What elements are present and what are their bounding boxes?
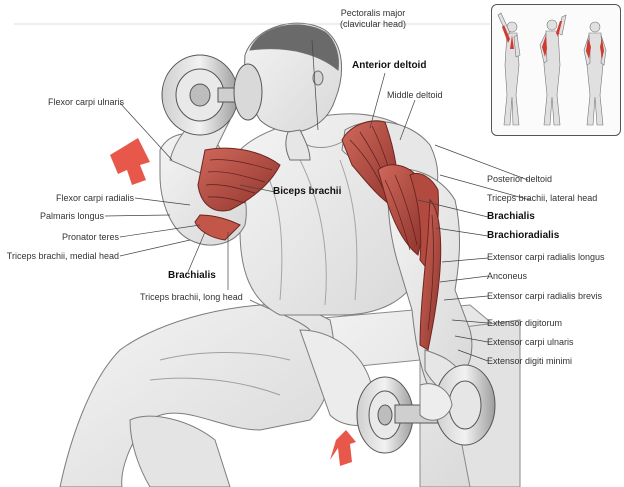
label-pectoralis-major: Pectoralis major	[340, 8, 406, 18]
label-brachioradialis: Brachioradialis	[487, 230, 560, 241]
label-triceps-medial-head: Triceps brachii, medial head	[6, 251, 119, 261]
dumbbell-lowered	[356, 364, 496, 454]
label-pectoralis-major-sub: (clavicular head)	[339, 19, 407, 29]
label-flexor-carpi-radialis: Flexor carpi radialis	[55, 193, 134, 203]
arrow-up-icon	[110, 138, 150, 185]
movement-arrows	[110, 138, 356, 466]
head	[244, 22, 343, 161]
label-ext-carpi-radialis-longus: Extensor carpi radialis longus	[487, 252, 605, 262]
arrow-up-icon	[330, 430, 356, 466]
label-flexor-carpi-ulnaris: Flexor carpi ulnaris	[48, 97, 125, 107]
label-extensor-digiti-minimi: Extensor digiti minimi	[487, 356, 573, 366]
label-middle-deltoid: Middle deltoid	[387, 90, 443, 100]
label-extensor-carpi-ulnaris: Extensor carpi ulnaris	[487, 337, 574, 347]
label-posterior-deltoid: Posterior deltoid	[487, 174, 553, 184]
label-brachialis-right: Brachialis	[487, 211, 535, 222]
label-triceps-lateral-head: Triceps brachii, lateral head	[487, 193, 598, 203]
label-brachialis-left: Brachialis	[168, 270, 216, 281]
muscle-map-inset	[491, 4, 621, 136]
muscle-map-figures	[497, 12, 607, 126]
label-palmaris-longus: Palmaris longus	[39, 211, 104, 221]
legs	[59, 299, 381, 487]
label-extensor-digitorum: Extensor digitorum	[487, 318, 563, 328]
dumbbell-raised	[161, 54, 263, 136]
leader-lines	[104, 39, 531, 362]
label-triceps-long-head: Triceps brachii, long head	[140, 292, 243, 302]
label-ext-carpi-radialis-brevis: Extensor carpi radialis brevis	[487, 291, 603, 301]
label-anterior-deltoid: Anterior deltoid	[352, 60, 427, 71]
label-anconeus: Anconeus	[487, 271, 528, 281]
label-pronator-teres: Pronator teres	[61, 232, 119, 242]
label-biceps-brachii: Biceps brachii	[273, 186, 342, 197]
